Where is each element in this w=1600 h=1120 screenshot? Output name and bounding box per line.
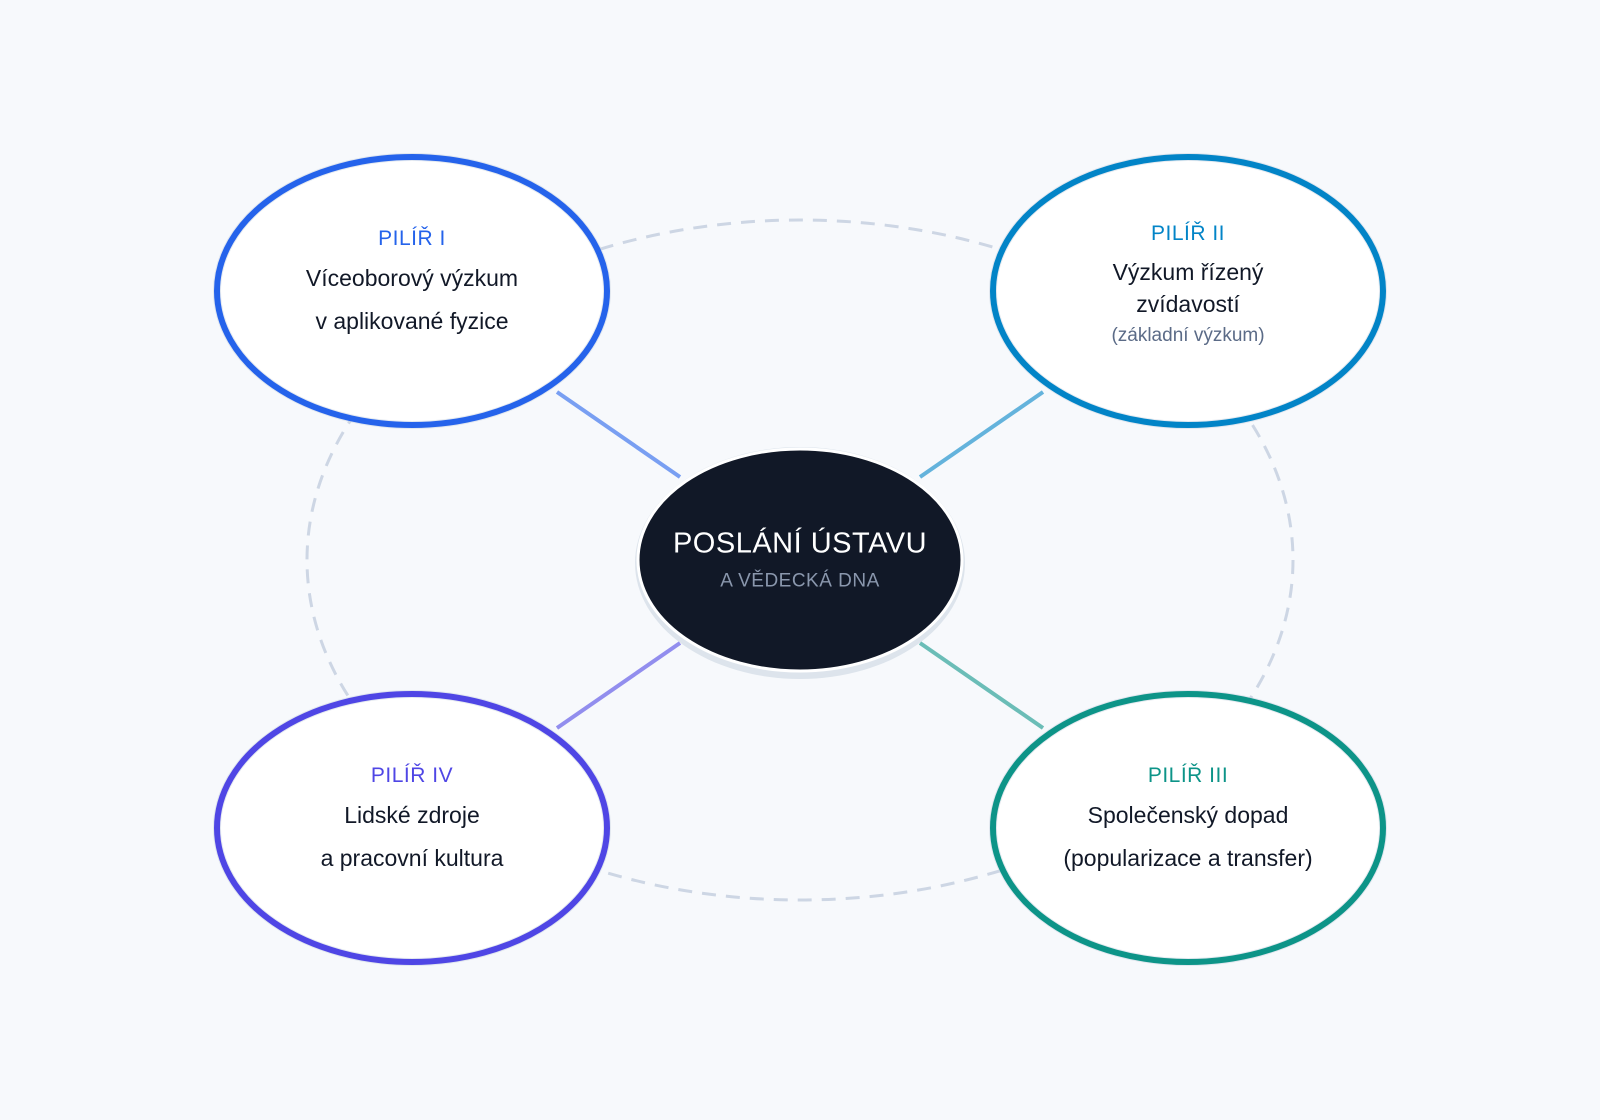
core-ellipse [636,447,964,673]
pillar-3-tag: PILÍŘ III [1147,764,1229,787]
pillar-1-line-1: Víceoborový výzkum [305,265,519,291]
connector-pillar-2 [918,390,1045,479]
pillar-2-line-1: Výzkum řízený [1112,259,1264,285]
pillar-4-tag: PILÍŘ IV [370,764,454,787]
pillar-3-ring [990,691,1386,965]
connector-pillar-3 [918,641,1045,730]
core-subtitle: A VĚDECKÁ DNA [720,570,880,592]
pillar-2-ring [990,154,1386,428]
pillar-2-note: (základní výzkum) [1111,325,1265,346]
pillar-4-label: PILÍŘ IV Lidské zdroje a pracovní kultur… [321,764,504,880]
pillar-4-line-1: Lidské zdroje [344,802,480,828]
pillar-1-label: PILÍŘ I Víceoborový výzkum v aplikované … [306,227,518,343]
pillar-3-line-1: Společenský dopad [1087,802,1289,828]
pillar-2-line-2: zvídavostí [1136,291,1240,317]
connector-pillar-1 [555,390,682,479]
pillar-3-label: PILÍŘ III Společenský dopad (popularizac… [1063,764,1312,880]
pillar-4-line-2: a pracovní kultura [320,845,504,871]
connector-pillar-4 [555,641,682,730]
pillar-2-label: PILÍŘ II Výzkum řízený zvídavostí (zákla… [1111,222,1264,352]
core-title: POSLÁNÍ ÚSTAVU [672,527,928,560]
core-label: POSLÁNÍ ÚSTAVU A VĚDECKÁ DNA [673,528,927,593]
pillar-1-line-2: v aplikované fyzice [315,308,509,334]
orbit-ring [305,218,1295,902]
pillar-2-tag: PILÍŘ II [1150,222,1226,245]
pillar-3-line-2: (popularizace a transfer) [1063,845,1313,871]
pillar-4-ring [214,691,610,965]
pillar-1-tag: PILÍŘ I [378,227,446,250]
pillar-1-ring [214,154,610,428]
